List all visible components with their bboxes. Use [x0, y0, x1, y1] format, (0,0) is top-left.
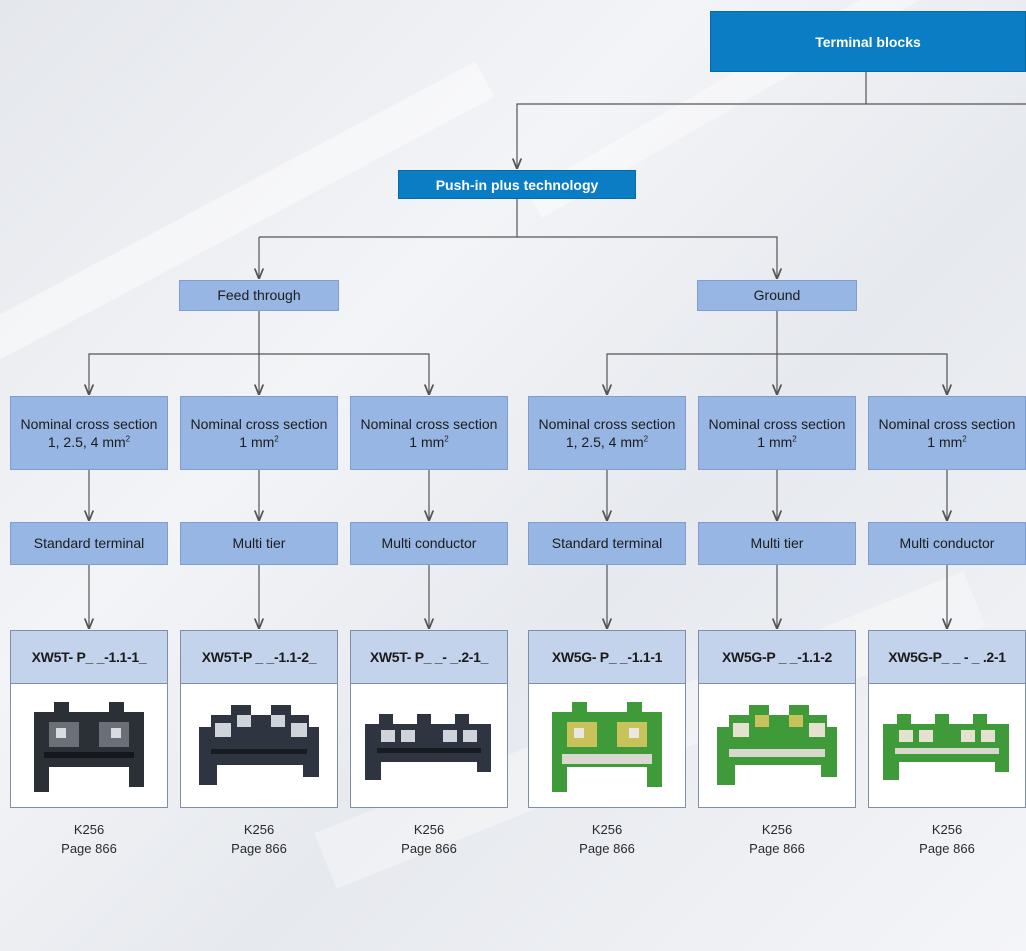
push-in-plus-technology-label: Push-in plus technology: [435, 176, 599, 193]
unit-superscript: 2: [643, 434, 649, 444]
terminal-type-node: Multi tier: [180, 522, 338, 565]
product-image: [529, 684, 685, 809]
catalog-reference[interactable]: K256 Page 866: [357, 820, 501, 858]
cross-section-node: Nominal cross section 1 mm2: [350, 396, 508, 470]
catalog-page: Page 866: [61, 841, 117, 856]
catalog-reference[interactable]: K256 Page 866: [17, 820, 161, 858]
unit-superscript: 2: [792, 434, 797, 444]
ground-label: Ground: [753, 287, 801, 304]
part-number: XW5T-P _ _-1.1-2_: [181, 631, 337, 684]
terminal-type-label: Multi tier: [750, 535, 804, 552]
product-card[interactable]: XW5G-P _ _-1.1-2: [698, 630, 856, 808]
cross-section-value: 1 mm: [927, 434, 963, 450]
unit-superscript: 2: [444, 434, 449, 444]
ground-node: Ground: [697, 280, 857, 311]
cross-section-title: Nominal cross section: [20, 415, 158, 432]
feed-through-label: Feed through: [217, 287, 301, 304]
terminal-type-node: Standard terminal: [10, 522, 168, 565]
product-card[interactable]: XW5G- P_ _-1.1-1: [528, 630, 686, 808]
terminal-block-black-single-icon: [34, 701, 144, 792]
catalog-page: Page 866: [231, 841, 287, 856]
product-card[interactable]: XW5T- P_ _-1.1-1_: [10, 630, 168, 808]
catalog-page: Page 866: [919, 841, 975, 856]
cross-section-title: Nominal cross section: [190, 415, 328, 432]
terminal-block-green-single-icon: [552, 701, 662, 792]
part-number: XW5G-P_ _ - _ .2-1: [869, 631, 1025, 684]
catalog-code: K256: [591, 822, 623, 837]
part-number: XW5G-P _ _-1.1-2: [699, 631, 855, 684]
catalog-code: K256: [243, 822, 275, 837]
cross-section-value: 1 mm: [409, 434, 445, 450]
product-card[interactable]: XW5G-P_ _ - _ .2-1: [868, 630, 1026, 808]
cross-section-node: Nominal cross section 1 mm2: [698, 396, 856, 470]
unit-superscript: 2: [125, 434, 131, 444]
product-image: [869, 684, 1025, 809]
product-card[interactable]: XW5T- P_ _- _.2-1_: [350, 630, 508, 808]
terminal-type-label: Standard terminal: [551, 535, 663, 552]
cross-section-title: Nominal cross section: [878, 415, 1016, 432]
catalog-reference[interactable]: K256 Page 866: [875, 820, 1019, 858]
catalog-code: K256: [73, 822, 105, 837]
terminal-blocks-node: Terminal blocks: [710, 11, 1026, 72]
push-in-plus-technology-node: Push-in plus technology: [398, 170, 636, 199]
terminal-blocks-label: Terminal blocks: [815, 33, 921, 50]
cross-section-node: Nominal cross section 1 mm2: [180, 396, 338, 470]
cross-section-value: 1 mm: [239, 434, 275, 450]
part-number: XW5T- P_ _- _.2-1_: [351, 631, 507, 684]
part-number: XW5T- P_ _-1.1-1_: [11, 631, 167, 684]
product-card[interactable]: XW5T-P _ _-1.1-2_: [180, 630, 338, 808]
product-image: [699, 684, 855, 809]
catalog-page: Page 866: [749, 841, 805, 856]
terminal-type-label: Multi tier: [232, 535, 286, 552]
terminal-type-node: Multi conductor: [868, 522, 1026, 565]
cross-section-value: 1 mm: [757, 434, 793, 450]
cross-section-value: 1, 2.5, 4 mm: [565, 434, 644, 450]
terminal-type-label: Standard terminal: [33, 535, 145, 552]
product-image: [11, 684, 167, 809]
terminal-type-node: Multi tier: [698, 522, 856, 565]
unit-superscript: 2: [962, 434, 967, 444]
catalog-page: Page 866: [401, 841, 457, 856]
terminal-type-node: Multi conductor: [350, 522, 508, 565]
terminal-type-label: Multi conductor: [899, 535, 995, 552]
feed-through-node: Feed through: [179, 280, 339, 311]
part-number: XW5G- P_ _-1.1-1: [529, 631, 685, 684]
catalog-reference[interactable]: K256 Page 866: [535, 820, 679, 858]
terminal-block-green-multi-conductor-icon: [883, 713, 1009, 780]
cross-section-node: Nominal cross section 1, 2.5, 4 mm2: [10, 396, 168, 470]
unit-superscript: 2: [274, 434, 279, 444]
terminal-block-black-multi-tier-icon: [199, 704, 319, 785]
catalog-page: Page 866: [579, 841, 635, 856]
cross-section-node: Nominal cross section 1 mm2: [868, 396, 1026, 470]
catalog-code: K256: [761, 822, 793, 837]
catalog-code: K256: [413, 822, 445, 837]
cross-section-title: Nominal cross section: [708, 415, 846, 432]
product-image: [351, 684, 507, 809]
terminal-type-label: Multi conductor: [381, 535, 477, 552]
catalog-code: K256: [931, 822, 963, 837]
terminal-block-black-multi-conductor-icon: [365, 713, 491, 780]
catalog-reference[interactable]: K256 Page 866: [705, 820, 849, 858]
terminal-block-green-multi-tier-icon: [717, 704, 837, 785]
cross-section-title: Nominal cross section: [538, 415, 676, 432]
product-image: [181, 684, 337, 809]
cross-section-node: Nominal cross section 1, 2.5, 4 mm2: [528, 396, 686, 470]
cross-section-value: 1, 2.5, 4 mm: [47, 434, 126, 450]
terminal-type-node: Standard terminal: [528, 522, 686, 565]
cross-section-title: Nominal cross section: [360, 415, 498, 432]
catalog-reference[interactable]: K256 Page 866: [187, 820, 331, 858]
